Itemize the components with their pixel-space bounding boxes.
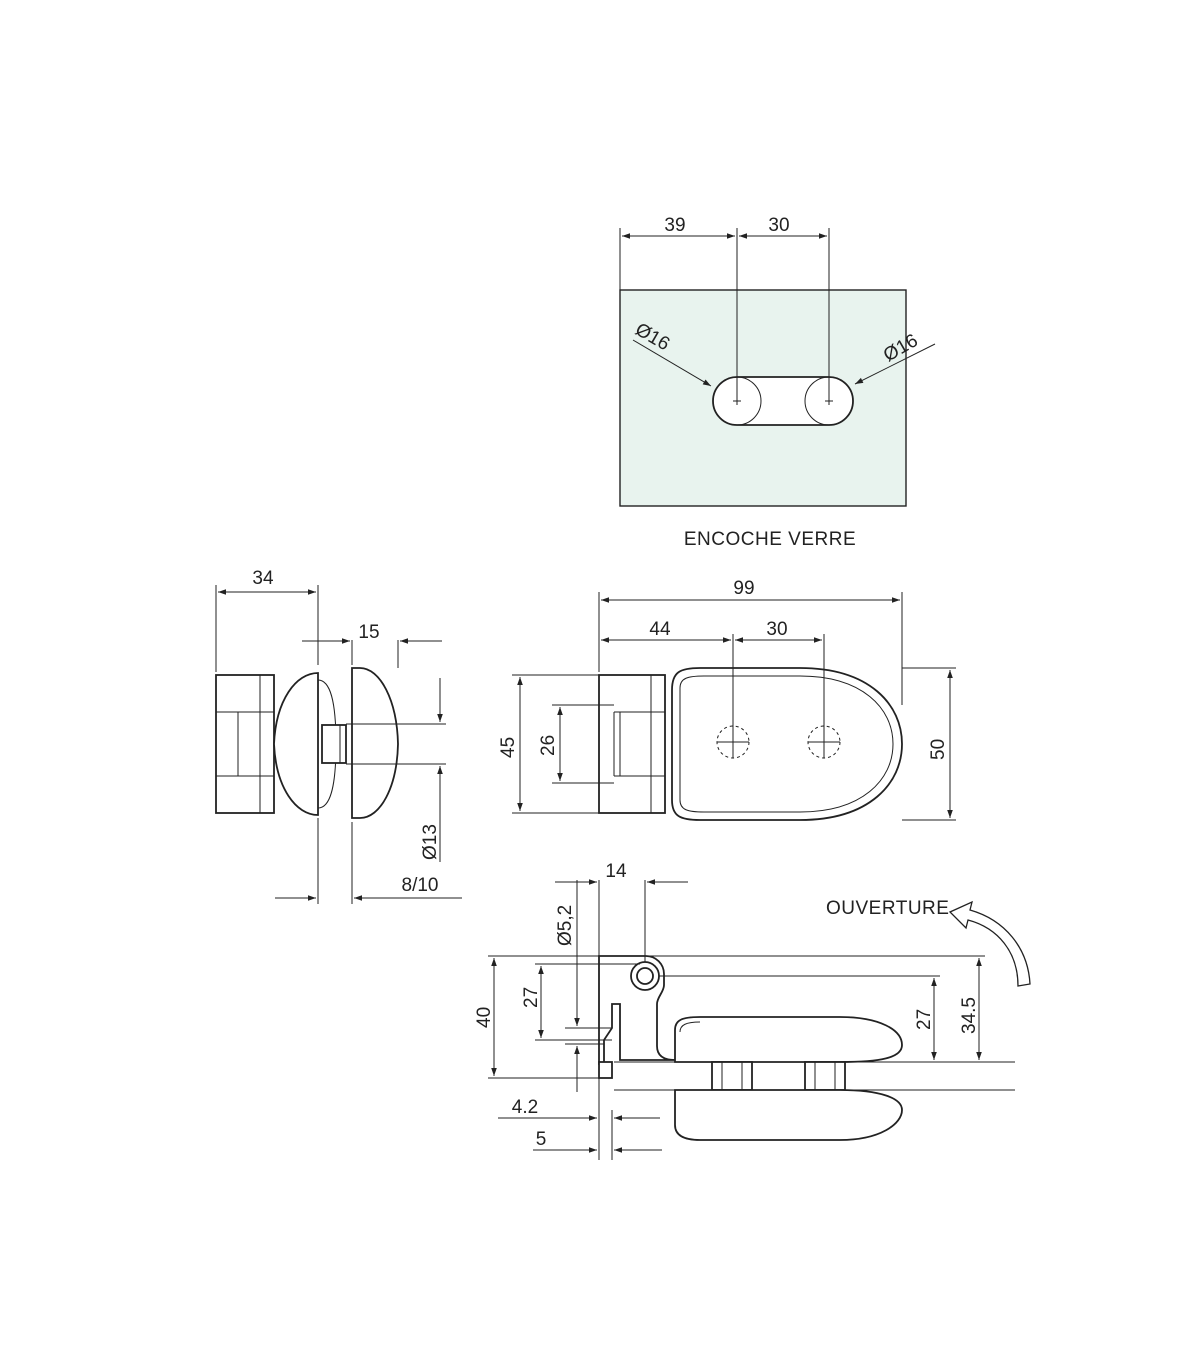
plan-dim-pivot-height-left: 27	[521, 987, 542, 1008]
opening-label: OUVERTURE	[826, 898, 949, 919]
plan-dim-offset-b: 5	[536, 1129, 547, 1150]
front-view: 99 44 30 45 26 50	[498, 578, 956, 821]
notch-dim-spacing: 30	[768, 215, 789, 236]
plan-dim-offset-a: 4.2	[512, 1097, 538, 1118]
side-dim-width: 34	[252, 568, 274, 589]
plan-view: 14 Ø5,2 40 27 27 34.5 4.2 5 OUVERTURE	[474, 861, 1031, 1160]
front-dim-inner-height: 26	[538, 735, 559, 756]
front-dim-first-hole: 44	[649, 619, 671, 640]
notch-view: 39 30 Ø16 Ø16 ENCOCHE VERRE	[619, 215, 936, 550]
side-dim-glass-thickness: 8/10	[402, 875, 439, 896]
plan-dim-pivot-diameter: Ø5,2	[555, 905, 576, 946]
plan-dim-pivot-height-right: 27	[914, 1009, 935, 1030]
front-dim-body-height: 50	[928, 739, 949, 760]
side-dim-pin-diameter: Ø13	[420, 824, 441, 860]
notch-dim-left: 39	[664, 215, 685, 236]
front-dim-block-height: 45	[498, 737, 519, 758]
plan-dim-pivot-offset: 14	[605, 861, 627, 882]
front-dim-hole-spacing: 30	[766, 619, 787, 640]
curved-arrow-icon	[948, 900, 1031, 987]
plan-dim-top-height: 34.5	[959, 997, 980, 1034]
front-dim-length: 99	[733, 578, 754, 599]
plan-dim-total-height: 40	[474, 1007, 495, 1028]
side-view: 34 15 Ø13 8/10	[215, 568, 462, 904]
notch-caption: ENCOCHE VERRE	[684, 529, 856, 550]
side-dim-gap: 15	[358, 622, 379, 643]
